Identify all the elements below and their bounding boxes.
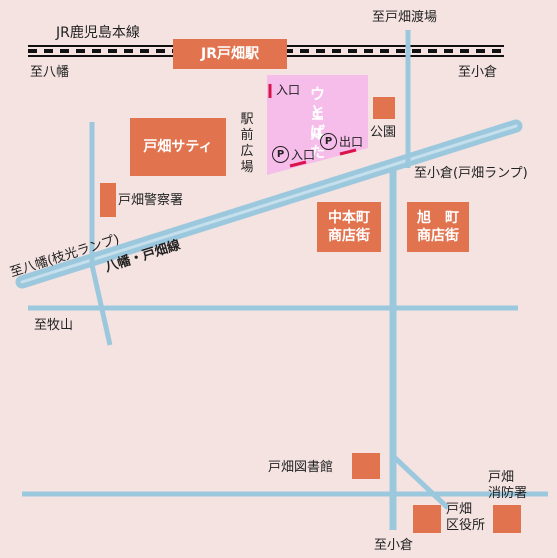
asahi-line2: 商店街: [417, 228, 459, 244]
parking-icon: P: [272, 146, 289, 163]
asahi-block: 旭 町 商店街: [407, 202, 469, 252]
park-block: [373, 97, 395, 119]
ward-office-line2: 区役所: [446, 518, 486, 533]
asahi-line1: 旭 町: [417, 210, 459, 226]
ward-office-block: [413, 505, 441, 533]
plaza-char-4: 場: [240, 160, 254, 175]
parking-exit-label: 出口: [339, 134, 364, 149]
venue-area: [267, 75, 368, 175]
nakamoto-line2: 商店街: [328, 228, 370, 244]
station-name: JR戸畑駅: [201, 46, 259, 62]
satie-block: 戸畑サティ: [130, 118, 226, 176]
plaza-char-1: 駅: [240, 112, 254, 127]
library-label: 戸畑図書館: [268, 460, 334, 475]
parking-entrance: P 入口: [272, 146, 315, 163]
rail-line-name: JR鹿児島本線: [56, 25, 140, 41]
parking-entrance-marker: [289, 160, 307, 168]
parking-exit-marker: [339, 148, 357, 156]
satie-label: 戸畑サティ: [143, 139, 213, 155]
nakamoto-block: 中本町 商店街: [317, 202, 381, 252]
ward-office-line1: 戸畑: [446, 502, 473, 517]
north-direction-label: 至戸畑渡場: [372, 10, 438, 25]
nakamoto-line1: 中本町: [328, 210, 370, 226]
library-block: [352, 453, 380, 479]
fire-station-line1: 戸畑: [488, 470, 515, 485]
fire-station-block: [493, 505, 521, 533]
plaza-char-2: 前: [240, 128, 254, 143]
makiyama-label: 至牧山: [34, 318, 74, 333]
rail-west-label: 至八幡: [30, 65, 70, 80]
venue-name-line2: とばた: [310, 103, 326, 161]
park-label: 公園: [370, 125, 397, 140]
police-block: [100, 183, 116, 217]
entrance-label: 入口: [276, 83, 301, 97]
south-direction-label: 至小倉: [374, 538, 414, 553]
station-block: JR戸畑駅: [173, 39, 287, 69]
police-label: 戸畑警察署: [118, 193, 184, 208]
road-diagonal: [391, 454, 450, 510]
parking-entrance-label: 入口: [291, 147, 316, 162]
fire-station-line2: 消防署: [488, 486, 528, 501]
parking-icon: P: [320, 133, 337, 150]
plaza-char-3: 広: [240, 144, 254, 159]
parking-exit: P 出口: [320, 133, 363, 150]
east-end-label: 至小倉(戸畑ランプ): [414, 166, 528, 181]
rail-east-label: 至小倉: [458, 65, 498, 80]
